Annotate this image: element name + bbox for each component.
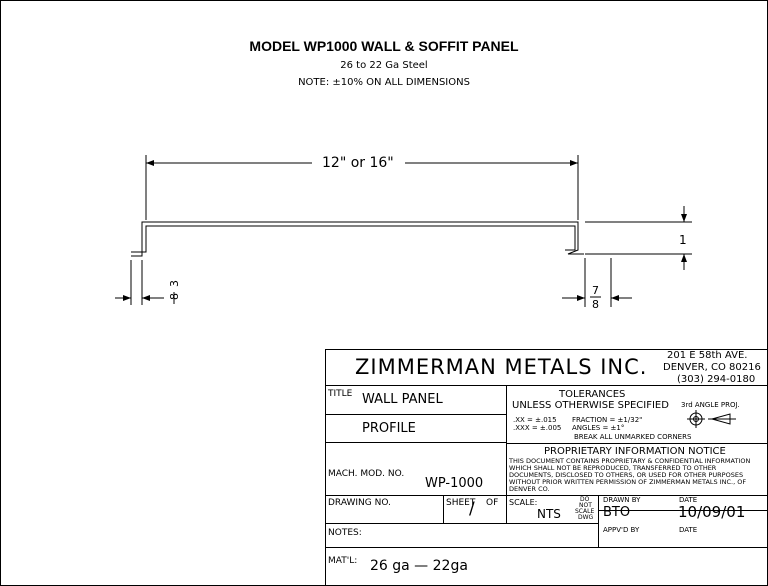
proprietary-notice-title: PROPRIETARY INFORMATION NOTICE (544, 446, 726, 457)
scale-value: NTS (537, 507, 561, 521)
tb-line-mach-bottom (325, 495, 768, 496)
tolerance-fraction: FRACTION = ±1/32" (572, 416, 643, 424)
do-not-scale-line-1: DO (580, 496, 590, 503)
tolerance-xxx: .XXX = ±.005 (513, 424, 562, 432)
proprietary-notice-line-4: WITHOUT PRIOR WRITTEN PERMISSION OF ZIMM… (509, 478, 747, 486)
notes-label: NOTES: (328, 528, 362, 538)
tb-line-drawing-bottom (325, 523, 598, 524)
tb-line-notes-bottom (325, 547, 768, 548)
tolerance-xx: .XX = ±.015 (513, 416, 557, 424)
proprietary-notice-line-1: THIS DOCUMENT CONTAINS PROPRIETARY & CON… (509, 457, 751, 465)
drawing-title-line-1: WALL PANEL (362, 392, 443, 407)
tb-line-tolerance-left (506, 385, 507, 495)
panel-outer-line (131, 221, 584, 257)
height-arrow-top (681, 214, 687, 222)
height-dimension-label: 1 (679, 233, 687, 247)
third-angle-projection-icon (687, 410, 736, 428)
right-lip-numerator: 7 (592, 284, 599, 297)
company-address-line-2: DENVER, CO 80216 (663, 362, 761, 373)
approved-by-label: APPV'D BY (603, 526, 640, 534)
tolerances-heading: TOLERANCES (559, 389, 626, 400)
tb-line-scale-left (506, 495, 507, 523)
tb-line-drawn-bottom (598, 510, 768, 511)
do-not-scale-line-3: SCALE (575, 508, 595, 515)
right-lip-arrow-a (577, 295, 585, 301)
drawing-title-line-2: PROFILE (362, 421, 416, 436)
page-title: MODEL WP1000 WALL & SOFFIT PANEL (249, 38, 519, 54)
company-phone: (303) 294-0180 (677, 374, 756, 385)
projection-label: 3rd ANGLE PROJ. (681, 401, 740, 409)
proprietary-notice-line-3: DOCUMENTS, DISCLOSED TO OTHERS, OR USED … (509, 471, 744, 479)
tb-line-drawn-left (598, 495, 599, 547)
left-lip-arrow-a (123, 295, 131, 301)
left-lip-arrow-b (142, 295, 150, 301)
tb-line-title-bottom (325, 442, 506, 443)
width-dimension-label: 12" or 16" (322, 155, 394, 171)
tb-line-title-mid (325, 414, 506, 415)
material-label: MAT'L: (328, 556, 358, 566)
drawing-number-label: DRAWING NO. (328, 498, 391, 508)
drawn-by-label: DRAWN BY (603, 496, 641, 504)
border-left (0, 0, 1, 586)
left-lip-denominator: 8 (168, 293, 181, 300)
width-arrow-right (570, 160, 578, 166)
sheet-label: SHEET (446, 498, 476, 508)
sheet-separator: / (469, 499, 475, 519)
left-lip-numerator: 3 (168, 280, 181, 287)
tb-line-sheet-left (443, 495, 444, 523)
width-arrow-left (146, 160, 154, 166)
right-lip-denominator: 8 (592, 298, 599, 311)
company-address-line-1: 201 E 58th AVE. (667, 350, 748, 361)
material-value: 26 ga — 22ga (370, 558, 468, 574)
dimension-note: NOTE: ±10% ON ALL DIMENSIONS (298, 77, 470, 88)
height-arrow-bottom (681, 254, 687, 262)
do-not-scale-line-4: DWG (578, 514, 594, 521)
tb-line-left (325, 349, 326, 586)
drawn-by-value: BTO (603, 505, 631, 520)
machine-model-value: WP-1000 (425, 476, 484, 491)
approved-date-label: DATE (679, 526, 698, 534)
border-top (0, 0, 768, 1)
right-lip-arrow-b (611, 295, 619, 301)
tolerances-subheading: UNLESS OTHERWISE SPECIFIED (512, 400, 669, 411)
sheet-of-label: OF (486, 498, 499, 508)
scale-label: SCALE: (509, 498, 538, 507)
date-label: DATE (679, 496, 698, 504)
tb-line-top (325, 349, 768, 350)
proprietary-notice-line-5: DENVER CO. (509, 485, 550, 493)
panel-inner-line (131, 225, 576, 253)
break-corners-note: BREAK ALL UNMARKED CORNERS (574, 433, 692, 441)
date-value: 10/09/01 (678, 503, 746, 521)
company-name: ZIMMERMAN METALS INC. (355, 355, 648, 379)
tolerance-angles: ANGLES = ±1° (572, 424, 625, 432)
tb-line-tolerance-bottom (506, 443, 768, 444)
page-subtitle: 26 to 22 Ga Steel (340, 60, 428, 71)
title-label: TITLE (328, 389, 353, 399)
proprietary-notice-line-2: WHICH SHALL NOT BE REPRODUCED, TRANSFERR… (509, 464, 717, 472)
machine-model-label: MACH. MOD. NO. (328, 469, 405, 479)
tb-line-company (325, 385, 768, 386)
do-not-scale-line-2: NOT (579, 502, 592, 509)
